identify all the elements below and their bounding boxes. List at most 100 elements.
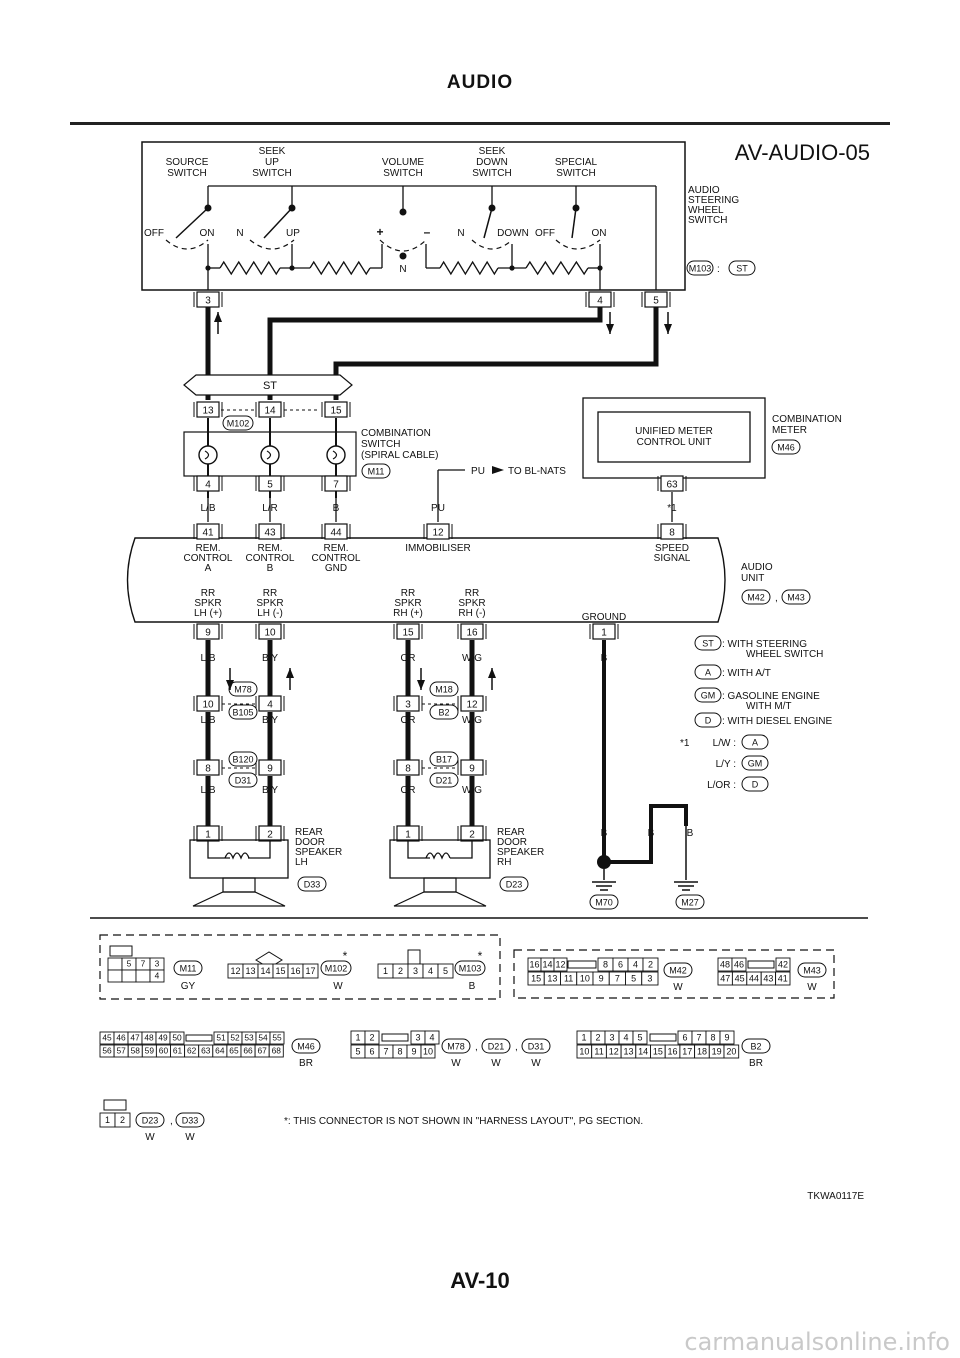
wire-color: B [687,828,694,839]
terminal-number: 3 [405,700,411,711]
legend-badge [694,635,722,651]
condition-badge-st [728,260,756,276]
speaker-label: REAR [295,827,323,838]
audio-unit-label: AUDIO [741,562,773,573]
connector-pin: 10 [579,1046,589,1056]
ground-badge-m27 [675,894,705,910]
connector-latch [103,1099,127,1111]
terminal-number: 14 [264,406,276,417]
connector-latch [649,1033,677,1042]
star-note-marker: *1 [680,738,690,749]
switch-label: SOURCE [166,157,209,168]
connector-view-badge [175,1112,205,1128]
audio-terminal-label: LH (+) [194,608,222,619]
connector-pin: 62 [187,1046,197,1056]
connector-badge-label: D33 [182,1116,199,1126]
legend-badge [694,712,722,728]
connector-cell [135,969,151,983]
connector-color: BR [749,1058,763,1069]
legend-text: : GASOLINE ENGINE [722,691,820,702]
connector-latch [567,960,597,969]
terminal-number: 44 [330,528,342,539]
terminal-number: 10 [264,628,276,639]
audio-terminal-label: SPKR [194,598,221,609]
star-note-wire: L/OR : [707,780,736,791]
terminal-number: 9 [469,764,475,775]
connector-cell [364,1030,380,1045]
terminal-5 [258,475,282,492]
legend-badge [694,664,722,680]
spiral-coil [332,450,338,460]
connector-pin: 4 [428,966,433,976]
connector-pin: 1 [105,1115,110,1125]
terminal-4 [196,475,220,492]
connector-color: B [469,981,476,992]
spiral-coil [204,450,210,460]
connector-pin: 12 [555,959,565,969]
switch-position: OFF [144,228,164,239]
terminal-number: 41 [202,528,214,539]
connector-badge-label: M78 [447,1042,465,1052]
connector-pin: 7 [383,1046,388,1056]
switch-blade [571,207,577,239]
connector-badge-label: B2 [750,1042,761,1052]
connector-pin: 3 [647,973,652,983]
wire-color: B [648,828,655,839]
audio-terminal-label: RR [263,588,277,599]
junction-terminal [396,695,420,712]
connector-badge-speaker [297,876,327,892]
connector-pin: 65 [229,1046,239,1056]
connector-pin: 5 [631,973,636,983]
switch-arc [249,239,295,250]
connector-pin: 2 [648,959,653,969]
audio-terminal-label: B [267,563,274,574]
audio-terminal-label: RR [465,588,479,599]
connector-badge [429,704,459,720]
audio-terminal-label: IMMOBILISER [405,543,471,554]
terminal-10 [258,623,282,640]
switch-blade [483,207,493,239]
connector-pin: 2 [398,966,403,976]
signal-arrow-up [286,668,294,678]
connector-group-dashed [513,949,835,999]
junction-terminal [196,695,220,712]
connector-pin: 7 [141,959,146,969]
connector-color: W [333,981,343,992]
connector-badge-label: D31 [235,776,252,786]
switch-position: OFF [535,228,555,239]
combination-switch-label: COMBINATION [361,428,431,439]
resistor [309,260,371,276]
junction-terminal [460,695,484,712]
connector-badge-label: B17 [436,755,452,765]
connector-color: W [673,982,683,993]
connector-pin: 57 [116,1046,126,1056]
resistor [219,260,281,276]
connector-badge-label: M11 [368,467,385,477]
connector-pin: 54 [258,1033,268,1043]
connector-color: W [807,982,817,993]
connector-badge-label: M46 [777,443,795,453]
connector-cell [269,1031,285,1045]
speaker-magnet [423,877,457,893]
legend-text: : WITH STEERING [722,639,807,650]
connector-badge-label: M102 [227,419,250,429]
audio-unit-box [126,537,726,623]
connector-cell [731,957,747,972]
audio-terminal-label: LH (-) [257,608,283,619]
terminal-15 [396,623,420,640]
switch-unit-label: AUDIO [688,185,720,196]
speaker-coil [425,852,451,860]
connector-badge-label: M27 [681,898,699,908]
connector-badge-label: M103 [459,964,482,974]
connector-badge-label: A [752,738,758,748]
connector-cell [114,1112,131,1128]
label: , [475,1042,478,1053]
connector-view-badge [454,960,486,976]
connector-pin: 66 [243,1046,253,1056]
connector-pin: 55 [272,1033,282,1043]
connector-cell [107,957,123,971]
connector-badge-label: B105 [232,708,253,718]
page-title: AUDIO [446,72,514,93]
connector-pin: 1 [383,966,388,976]
terminal-16 [460,623,484,640]
